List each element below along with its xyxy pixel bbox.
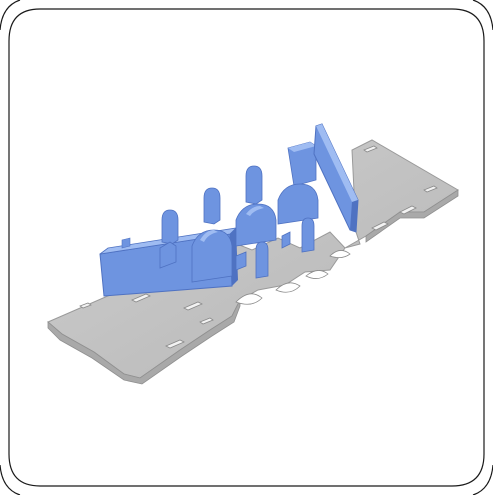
plate-cutouts (235, 250, 351, 305)
figure-pieces (159, 141, 319, 283)
side-wall (313, 123, 359, 233)
plate-slots (79, 145, 438, 349)
